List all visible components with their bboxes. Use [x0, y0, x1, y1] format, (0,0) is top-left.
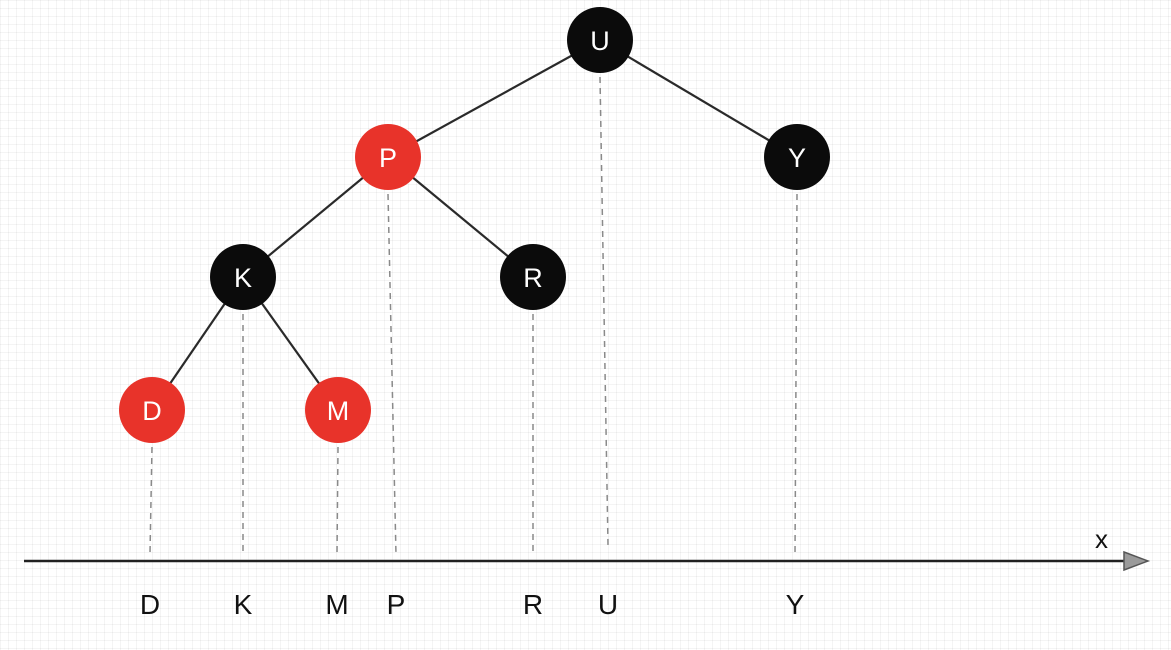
node-m: M: [305, 377, 371, 443]
axis-label-d: D: [140, 589, 160, 620]
guide-d: [149, 446, 153, 554]
node-d: D: [119, 377, 185, 443]
node-label-p: P: [379, 143, 397, 173]
node-circle-m: [305, 377, 371, 443]
node-circle-r: [500, 244, 566, 310]
node-circle-y: [764, 124, 830, 190]
node-label-r: R: [523, 263, 543, 293]
node-circle-k: [210, 244, 276, 310]
node-u: U: [567, 7, 633, 73]
axis-label-u: U: [598, 589, 618, 620]
tree-edges: [151, 39, 798, 411]
tree-nodes: U P Y K R D M: [119, 7, 830, 443]
node-label-m: M: [327, 396, 350, 426]
guide-p: [387, 193, 397, 556]
node-circle-u: [567, 7, 633, 73]
node-circle-p: [355, 124, 421, 190]
node-y: Y: [764, 124, 830, 190]
x-axis: x: [24, 524, 1151, 572]
edge-u-p: [387, 39, 601, 158]
guide-m: [336, 446, 339, 554]
axis-label-k: K: [234, 589, 253, 620]
x-axis-name: x: [1095, 524, 1108, 554]
guide-y: [794, 193, 798, 556]
axis-label-y: Y: [786, 589, 805, 620]
node-k: K: [210, 244, 276, 310]
node-label-u: U: [590, 26, 610, 56]
node-label-y: Y: [788, 143, 806, 173]
node-label-k: K: [234, 263, 252, 293]
axis-label-p: P: [387, 589, 406, 620]
projection-guides: [149, 76, 798, 556]
edge-u-y: [599, 39, 798, 158]
node-label-d: D: [142, 396, 162, 426]
guide-u: [599, 76, 609, 546]
node-circle-d: [119, 377, 185, 443]
x-axis-arrowhead: [1123, 550, 1151, 572]
axis-label-r: R: [523, 589, 543, 620]
node-p: P: [355, 124, 421, 190]
axis-label-m: M: [325, 589, 348, 620]
node-r: R: [500, 244, 566, 310]
